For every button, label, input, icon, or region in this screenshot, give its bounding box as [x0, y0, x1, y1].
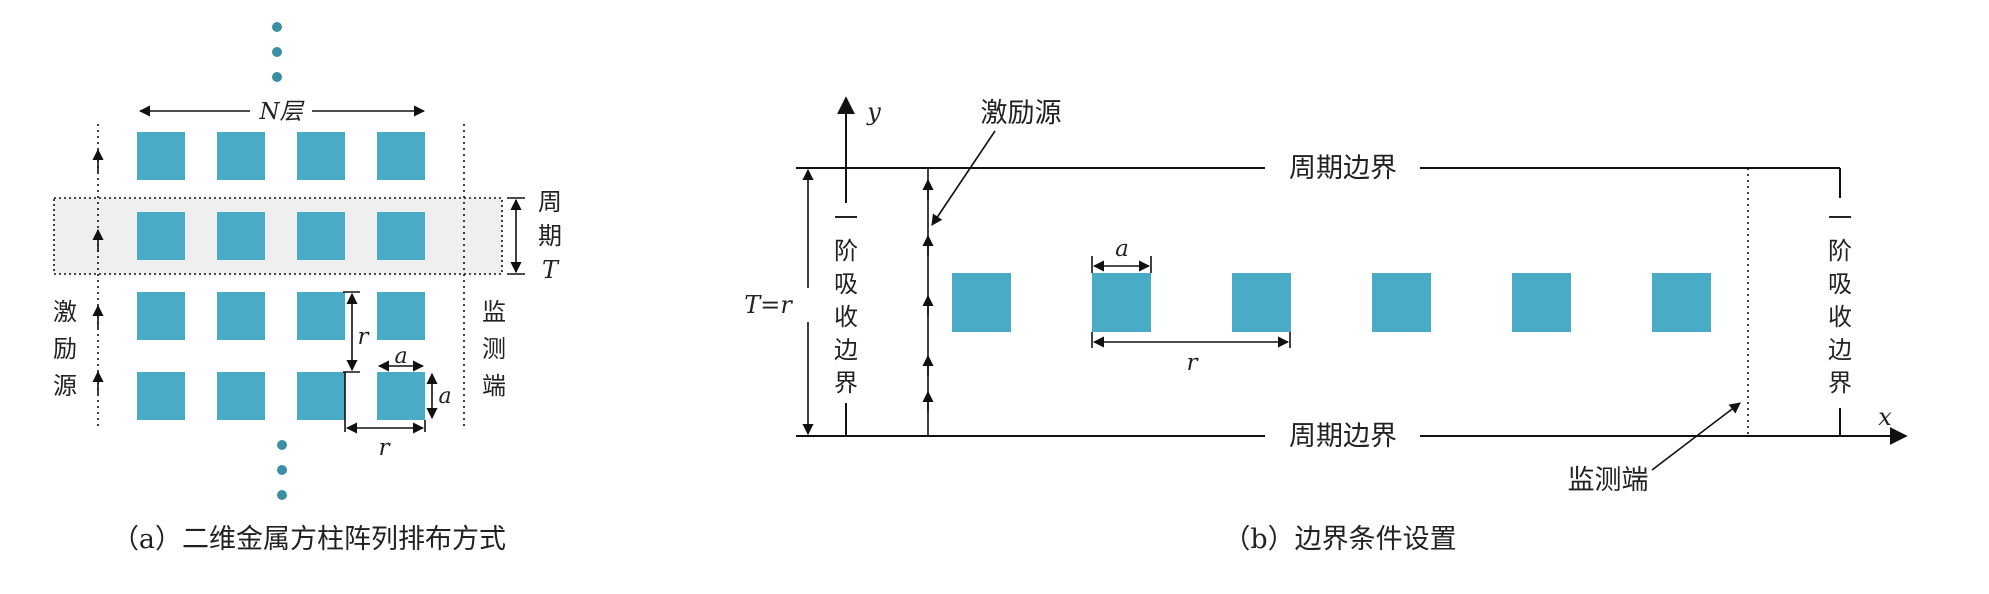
top-continuation-dots [272, 22, 282, 82]
panel-a: N层 激 励 源 [53, 22, 562, 555]
cylinder [137, 292, 185, 340]
cylinder-array [137, 132, 425, 420]
left-absorb-char: 收 [834, 303, 858, 331]
period-label-char: 期 [538, 222, 562, 250]
periodic-boundary-top: 周期边界 [1289, 153, 1397, 184]
cylinder [137, 372, 185, 420]
source-label-char: 源 [53, 372, 77, 400]
right-absorb-char: 阶 [1828, 237, 1852, 265]
caption-b: （b）边界条件设置 [1223, 524, 1456, 555]
y-axis-label: y [866, 98, 881, 126]
r-horizontal-label: r [379, 435, 392, 461]
left-absorb-char: 边 [834, 336, 858, 364]
cylinder [137, 212, 185, 260]
cylinder [1232, 273, 1291, 332]
source-label-b: 激励源 [981, 98, 1062, 129]
bottom-continuation-dots [277, 440, 287, 500]
monitor-label-char: 测 [482, 335, 506, 363]
panel-b: y x 周期边界 周期边界 一 阶 吸 收 边 界 一 阶 吸 收 边 界 T=… [744, 96, 1908, 555]
period-band [53, 197, 503, 275]
right-absorb-char: 界 [1828, 369, 1852, 397]
r-vertical-label: r [358, 324, 371, 350]
periodic-boundary-bottom: 周期边界 [1289, 421, 1397, 452]
cylinder [377, 292, 425, 340]
cylinder [1652, 273, 1711, 332]
cylinder [1092, 273, 1151, 332]
r-label-b: r [1187, 350, 1200, 376]
monitor-label-b: 监测端 [1568, 465, 1649, 496]
right-absorb-char: 吸 [1828, 270, 1852, 298]
a-horizontal-label: a [394, 344, 407, 369]
left-absorb-text-bg [831, 203, 861, 403]
period-label-char: 周 [538, 188, 562, 216]
cylinder [217, 212, 265, 260]
right-absorb-char: 收 [1828, 303, 1852, 331]
cylinder [137, 132, 185, 180]
source-callout-arrow [931, 130, 996, 226]
right-absorb-char: 边 [1828, 336, 1852, 364]
period-symbol: T [542, 256, 560, 284]
cylinder [1512, 273, 1571, 332]
monitor-label-char: 端 [482, 372, 506, 400]
cylinder [377, 212, 425, 260]
cylinder [297, 372, 345, 420]
source-label-char: 激 [53, 298, 77, 326]
cylinder [1372, 273, 1431, 332]
right-absorb-char: 一 [1828, 204, 1852, 232]
period-label-bg [768, 288, 826, 322]
cylinder [217, 292, 265, 340]
cylinder [952, 273, 1011, 332]
cylinder [377, 372, 425, 420]
left-absorb-char: 一 [834, 204, 858, 232]
source-label-char: 励 [53, 335, 77, 363]
cylinder [297, 212, 345, 260]
cylinder [217, 372, 265, 420]
monitor-label-char: 监 [482, 298, 506, 326]
a-vertical-label: a [438, 384, 451, 409]
x-axis-label: x [1878, 403, 1892, 431]
cylinder-row [952, 273, 1711, 332]
cylinder [217, 132, 265, 180]
cylinder [297, 292, 345, 340]
left-absorb-char: 阶 [834, 237, 858, 265]
layers-label: N层 [258, 99, 304, 125]
period-eq-label: T=r [744, 291, 793, 319]
a-label-b: a [1115, 236, 1129, 262]
cylinder [297, 132, 345, 180]
left-absorb-char: 界 [834, 369, 858, 397]
caption-a: （a）二维金属方柱阵列排布方式 [112, 524, 506, 555]
monitor-callout-arrow [1651, 402, 1741, 471]
cylinder [377, 132, 425, 180]
left-absorb-char: 吸 [834, 270, 858, 298]
